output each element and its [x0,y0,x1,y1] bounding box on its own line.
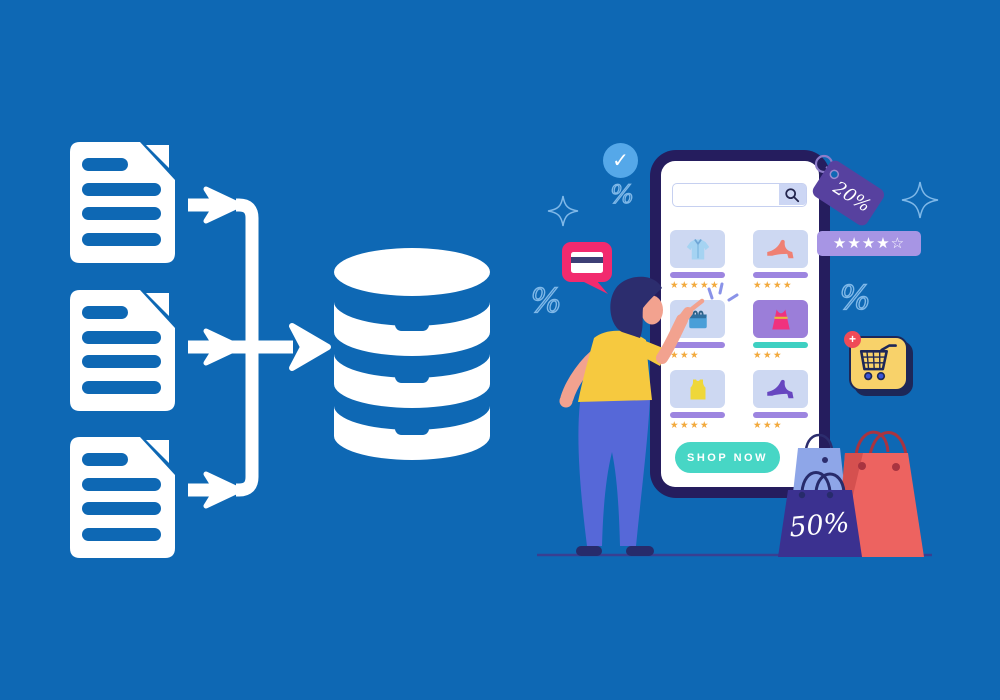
data-flow-diagram [70,142,490,558]
disk-slot-2 [395,370,429,383]
product-star-rating: ★★★★ [670,420,711,431]
arrow-head-database [289,323,331,371]
shirt-icon [686,238,709,259]
disk-slot-3 [395,422,429,435]
product-title-bar [753,342,808,348]
search-input[interactable] [677,184,779,207]
product-image-shirt [670,230,725,268]
product-card-tank-top[interactable]: ★★★★ [670,370,725,431]
product-image-heel-red [753,230,808,268]
heel-purple-icon [766,379,793,398]
product-title-bar [753,272,808,278]
product-image-tank-top [670,370,725,408]
person-shoe-right [626,546,654,556]
speech-bubble [562,242,612,294]
product-title-bar [670,342,725,348]
product-title-bar [670,412,725,418]
product-star-rating: ★★★★ [753,280,794,291]
product-star-rating: ★★★ [753,420,784,431]
tank-top-icon [690,379,705,399]
add-to-cart-tile[interactable]: + [844,331,908,391]
document-icon-3 [70,437,175,558]
product-image-dress [753,300,808,338]
product-title-bar [753,412,808,418]
person-back-arm [560,345,607,405]
percent-symbol-top: % [610,180,634,209]
product-star-rating: ★★★ [753,350,784,361]
search-bar [672,183,807,207]
disk-slot-1 [395,318,429,331]
person-shirt [578,330,652,402]
document-icon-2 [70,290,175,411]
person-shoe-left [576,546,602,556]
product-star-rating: ★★★ [670,350,701,361]
rating-filled-stars: ★★★★ [832,234,891,252]
percent-symbol-right: % [839,278,870,317]
product-card-heel-red[interactable]: ★★★★ [753,230,808,291]
product-title-bar [670,272,725,278]
bag-red [836,453,924,557]
product-card-bag-blue[interactable]: ★★★ [670,300,725,361]
heel-red-icon [766,239,793,258]
product-grid: ★★★★★★★★★★★★★★★★★★★★★★ [670,230,810,431]
phone-screen: ★★★★★★★★★★★★★★★★★★★★★★ SHOP NOW [661,161,819,487]
search-icon [785,187,800,202]
percent-symbol-left: % [530,281,561,320]
price-tag-label: 20% [828,177,874,217]
shop-now-button[interactable]: SHOP NOW [675,442,780,473]
cart-plus-badge: + [844,331,861,348]
product-image-bag-blue [670,300,725,338]
check-circle-badge: ✓ [603,143,638,178]
document-icon-1 [70,142,175,263]
rating-widget: ★★★★☆ [817,231,921,256]
product-star-rating: ★★★★★ [670,280,721,291]
rating-empty-star: ☆ [890,234,906,252]
bag-blue-icon [688,310,707,328]
bag-purple [778,490,862,557]
search-button[interactable] [779,184,806,205]
person-pants [578,398,650,546]
product-image-heel-purple [753,370,808,408]
sparkle-icon-left [547,195,579,227]
cart-icon [859,344,897,381]
card-icon [571,252,603,273]
dress-icon [771,309,790,329]
database-icon [334,248,490,460]
product-card-heel-purple[interactable]: ★★★ [753,370,808,431]
bag-discount-label: 50% [788,507,850,543]
sparkle-icon-right [901,181,939,219]
product-card-shirt[interactable]: ★★★★★ [670,230,725,291]
product-card-dress[interactable]: ★★★ [753,300,808,361]
